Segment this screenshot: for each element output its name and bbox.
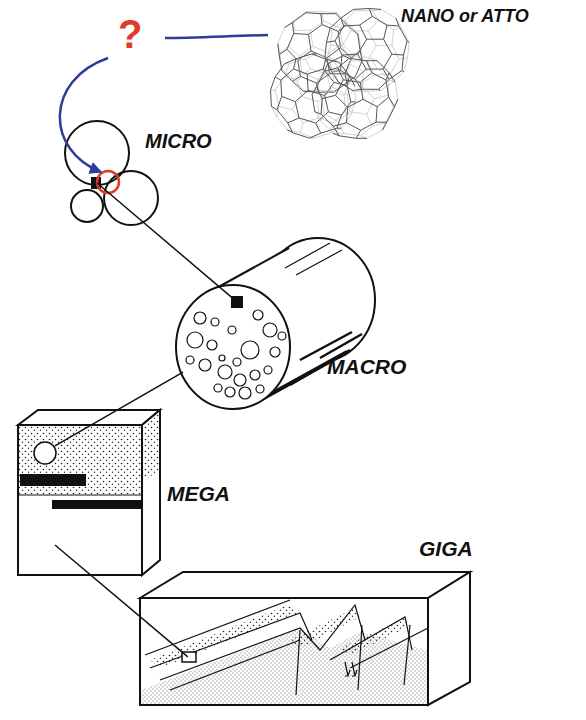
scale-connector [97,183,237,302]
scale-label: NANO or ATTO [401,7,529,27]
scale-node: MICRO [58,116,238,228]
scale-label: MICRO [145,130,212,152]
scale-node: GIGA [136,536,496,708]
fullerene-back [312,56,398,139]
fullerene-cluster [271,9,410,139]
scale-connector [55,545,188,657]
fullerene-back [325,9,409,91]
outcrop-block [18,410,160,575]
scale-node: MEGA [15,405,240,577]
fullerene-back [271,54,356,138]
fullerene-front [312,56,398,139]
scale-label: MEGA [167,482,230,505]
fullerene-front [325,9,409,91]
scale-node: NANO or ATTO [265,2,580,140]
core-cylinder [176,238,375,409]
scale-node: MACRO [172,232,434,418]
micro-grains [65,121,158,225]
scale-label: GIGA [419,537,473,560]
scale-label: MACRO [327,355,406,378]
scale-connector [60,35,268,172]
scale-connector [55,372,183,446]
question-mark: ? [118,14,142,54]
landscape-block [140,572,470,705]
fullerene-front [271,54,356,138]
